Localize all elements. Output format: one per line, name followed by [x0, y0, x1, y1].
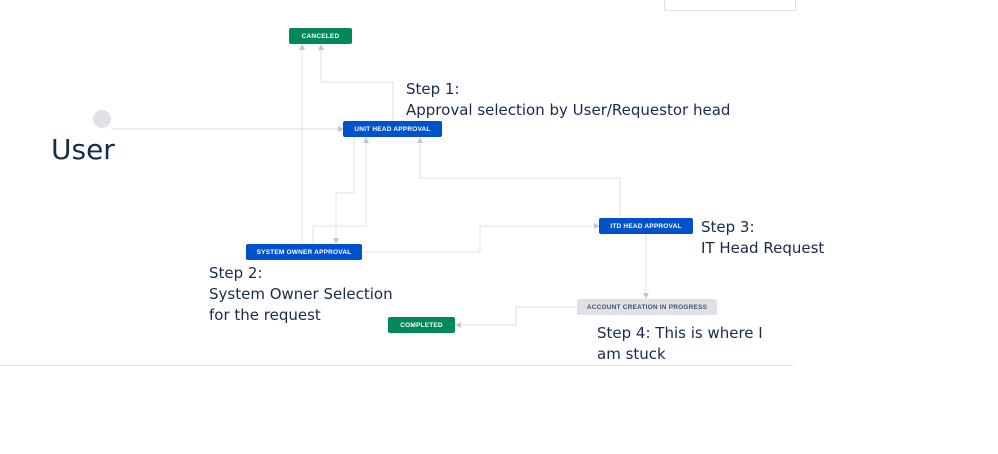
note-step-2: Step 2: System Owner Selection for the r… — [209, 263, 393, 326]
note-step-1: Step 1: Approval selection by User/Reque… — [406, 79, 730, 121]
status-canceled[interactable]: CANCELED — [289, 28, 352, 44]
note-step-2-line-3: for the request — [209, 306, 321, 324]
note-step-3-line-1: Step 3: — [701, 218, 755, 236]
status-completed[interactable]: COMPLETED — [388, 317, 455, 333]
note-step-4-line-2: am stuck — [597, 345, 666, 363]
transition-system-owner-to-unit-head — [312, 137, 369, 243]
note-step-1-line-2: Approval selection by User/Requestor hea… — [406, 101, 731, 119]
status-itd-head-approval[interactable]: ITD HEAD APPROVAL — [599, 218, 693, 234]
status-account-creation-in-progress[interactable]: ACCOUNT CREATION IN PROGRESS — [577, 299, 717, 315]
note-step-3: Step 3: IT Head Request — [701, 217, 824, 259]
panel-edge — [664, 0, 796, 11]
transition-unit-head-to-canceled — [318, 44, 394, 121]
note-step-2-line-1: Step 2: — [209, 264, 263, 282]
start-node[interactable] — [93, 110, 111, 128]
note-step-4: Step 4: This is where I am stuck — [597, 323, 763, 365]
transition-system-owner-to-itd-head — [362, 223, 600, 253]
transition-account-creation-to-completed — [455, 306, 577, 328]
status-system-owner-approval[interactable]: SYSTEM OWNER APPROVAL — [246, 244, 362, 260]
note-step-2-line-2: System Owner Selection — [209, 285, 393, 303]
status-unit-head-approval[interactable]: UNIT HEAD APPROVAL — [343, 121, 442, 137]
note-step-3-line-2: IT Head Request — [701, 239, 825, 257]
start-label: User — [51, 133, 115, 166]
note-step-4-line-1: Step 4: This is where I — [597, 324, 763, 342]
note-step-1-line-1: Step 1: — [406, 80, 460, 98]
transition-unit-head-to-system-owner — [333, 138, 355, 244]
transition-itd-head-to-unit-head — [417, 137, 621, 217]
bottom-divider — [0, 365, 793, 366]
